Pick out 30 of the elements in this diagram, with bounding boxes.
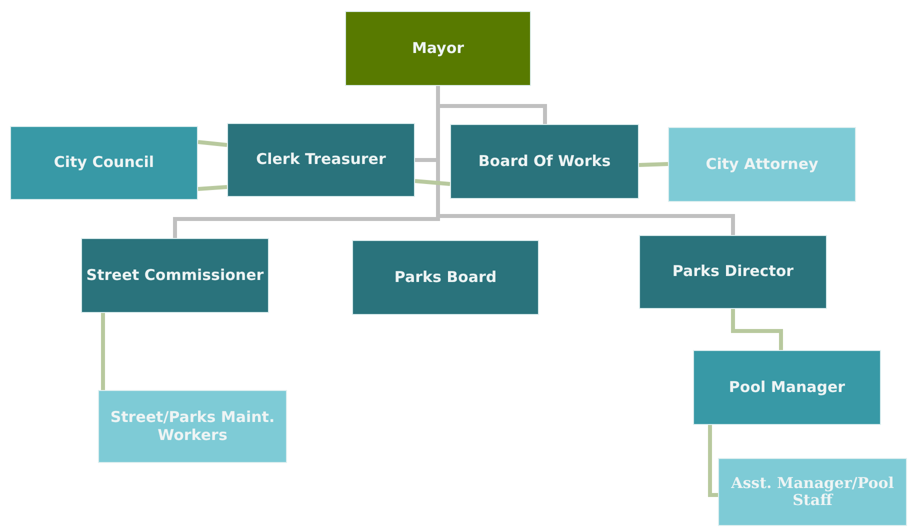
org-box [668, 127, 856, 202]
org-box [10, 126, 198, 200]
connector-line [414, 179, 450, 186]
org-box [639, 235, 827, 309]
role-title: Board Of Works [478, 152, 611, 170]
connector-line [708, 425, 718, 497]
role-title: City Attorney [706, 156, 818, 174]
org-box [718, 458, 907, 526]
role-title: City Council [54, 154, 154, 172]
connector-line [198, 185, 228, 191]
connector-line [101, 313, 105, 390]
org-box [352, 240, 539, 315]
role-title: Mayor [412, 40, 464, 58]
org-box [345, 11, 531, 86]
org-box [450, 124, 639, 199]
connector-line [638, 162, 668, 167]
org-box [81, 238, 269, 313]
connector-line [731, 309, 783, 350]
org-box [693, 350, 881, 425]
org-box [98, 390, 287, 463]
role-title: Pool Manager [728, 378, 846, 396]
connector-line [198, 140, 228, 147]
role-title: Street Commissioner [86, 266, 264, 284]
role-title: Parks Board [394, 268, 497, 286]
role-title: Street/Parks Maint. Workers [109, 409, 276, 444]
role-title: Parks Director [672, 263, 794, 281]
org-box [227, 123, 415, 197]
connector-line [436, 86, 735, 235]
role-title: Asst. Manager/Pool Staff [730, 474, 895, 510]
role-title: Clerk Treasurer [256, 151, 386, 169]
